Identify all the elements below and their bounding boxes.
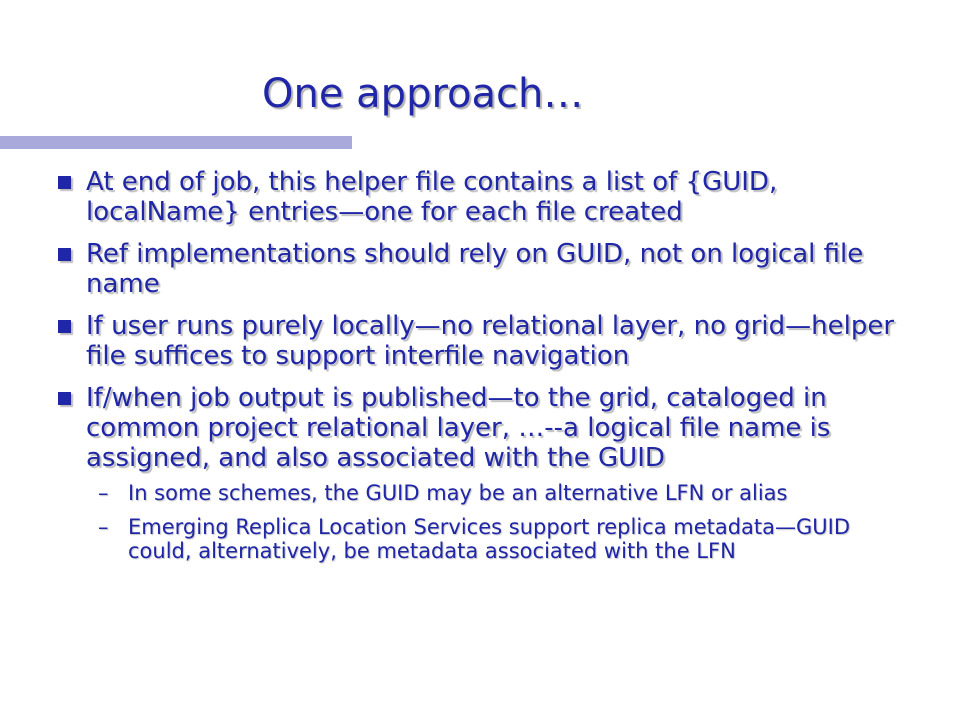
square-bullet-icon xyxy=(58,176,71,189)
bullet-item: Ref implementations should rely on GUID,… xyxy=(56,239,916,299)
sub-bullet-item: – In some schemes, the GUID may be an al… xyxy=(56,481,916,505)
dash-bullet-icon: – xyxy=(98,481,109,505)
sub-bullet-list: – In some schemes, the GUID may be an al… xyxy=(56,481,916,563)
bullet-text: If user runs purely locally—no relationa… xyxy=(86,311,895,371)
bullet-text: Ref implementations should rely on GUID,… xyxy=(86,239,864,299)
dash-bullet-icon: – xyxy=(98,515,109,539)
sub-bullet-text: Emerging Replica Location Services suppo… xyxy=(128,515,851,563)
bullet-list: At end of job, this helper file contains… xyxy=(56,167,916,573)
bullet-item: If/when job output is published—to the g… xyxy=(56,383,916,473)
bullet-item: If user runs purely locally—no relationa… xyxy=(56,311,916,371)
sub-bullet-text: In some schemes, the GUID may be an alte… xyxy=(128,481,788,505)
slide-title: One approach… xyxy=(262,71,584,117)
square-bullet-icon xyxy=(58,320,71,333)
square-bullet-icon xyxy=(58,248,71,261)
square-bullet-icon xyxy=(58,392,71,405)
bullet-text: If/when job output is published—to the g… xyxy=(86,383,831,473)
bullet-item: At end of job, this helper file contains… xyxy=(56,167,916,227)
sub-bullet-item: – Emerging Replica Location Services sup… xyxy=(56,515,916,563)
title-accent-bar xyxy=(0,136,352,149)
bullet-text: At end of job, this helper file contains… xyxy=(86,167,778,227)
